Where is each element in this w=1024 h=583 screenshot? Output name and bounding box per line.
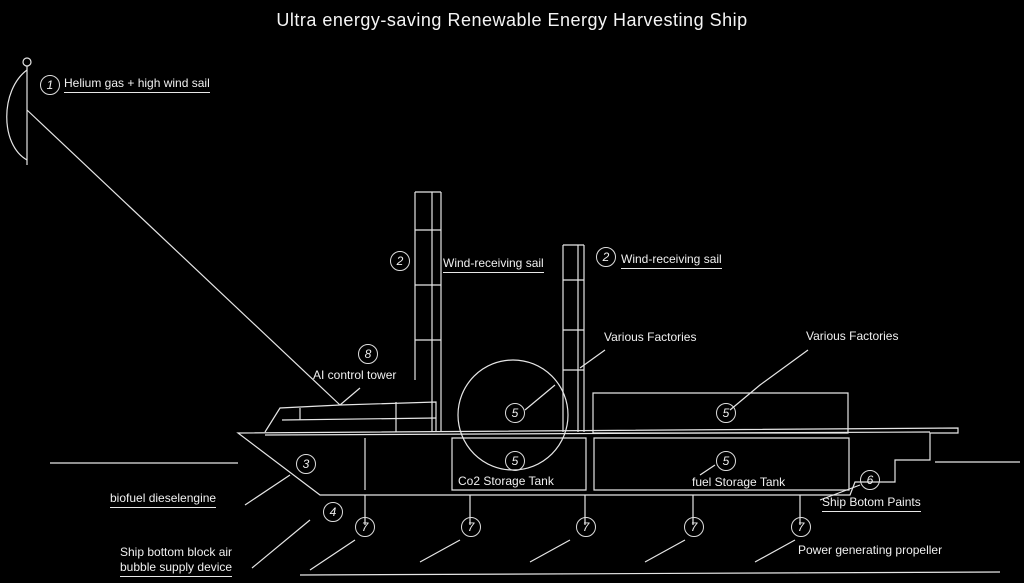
- marker-7-prop-1: 7: [355, 517, 375, 537]
- ai-tower-body: [265, 402, 436, 432]
- air-bubble-label-1: Ship bottom block air: [120, 545, 233, 559]
- marker-7-prop-2: 7: [461, 517, 481, 537]
- mast-2: [563, 245, 584, 432]
- marker-7-prop-3: 7: [576, 517, 596, 537]
- marker-7-prop-4: 7: [684, 517, 704, 537]
- factories-label-2: Various Factories: [806, 329, 899, 343]
- fuel-storage-box: [594, 438, 849, 490]
- kite-top-knob: [23, 58, 31, 66]
- marker-5-fuel-storage: 5: [716, 451, 736, 471]
- hull: [238, 428, 958, 495]
- marker-7-prop-5: 7: [791, 517, 811, 537]
- kite-sail: [7, 70, 27, 160]
- wind-sail-label-1: Wind-receiving sail: [443, 256, 544, 273]
- marker-1-helium: 1: [40, 75, 60, 95]
- bubble-baseline: [300, 572, 1000, 575]
- air-bubble-label-2: bubble supply device: [120, 560, 233, 577]
- fuel-tank-label: fuel Storage Tank: [692, 475, 786, 489]
- kite-tether: [27, 110, 340, 405]
- ai-tower-label: AI control tower: [313, 368, 397, 382]
- factory-block: [593, 393, 848, 433]
- diagram-title: Ultra energy-saving Renewable Energy Har…: [276, 10, 748, 30]
- factories-label-1: Various Factories: [604, 330, 697, 344]
- propeller-label: Power generating propeller: [798, 543, 943, 557]
- biofuel-engine-label: biofuel dieselengine: [110, 491, 217, 508]
- marker-2-sail-b: 2: [596, 247, 616, 267]
- helium-sail-label: Helium gas + high wind sail: [64, 76, 210, 93]
- marker-6-paints: 6: [860, 470, 880, 490]
- propeller-stems: [365, 495, 800, 525]
- co2-tank-label: Co2 Storage Tank: [458, 474, 554, 488]
- marker-5-factory: 5: [716, 403, 736, 423]
- marker-4-air: 4: [323, 502, 343, 522]
- co2-storage-box: [452, 438, 586, 490]
- mast-1: [415, 192, 441, 432]
- marker-8-ai: 8: [358, 344, 378, 364]
- water-line: [50, 462, 1020, 463]
- wind-sail-label-2: Wind-receiving sail: [621, 252, 722, 269]
- marker-5-co2-circle: 5: [505, 403, 525, 423]
- marker-5-co2-storage: 5: [505, 451, 525, 471]
- marker-2-sail: 2: [390, 251, 410, 271]
- marker-3-engine: 3: [296, 454, 316, 474]
- bottom-paints-label: Ship Botom Paints: [822, 495, 921, 512]
